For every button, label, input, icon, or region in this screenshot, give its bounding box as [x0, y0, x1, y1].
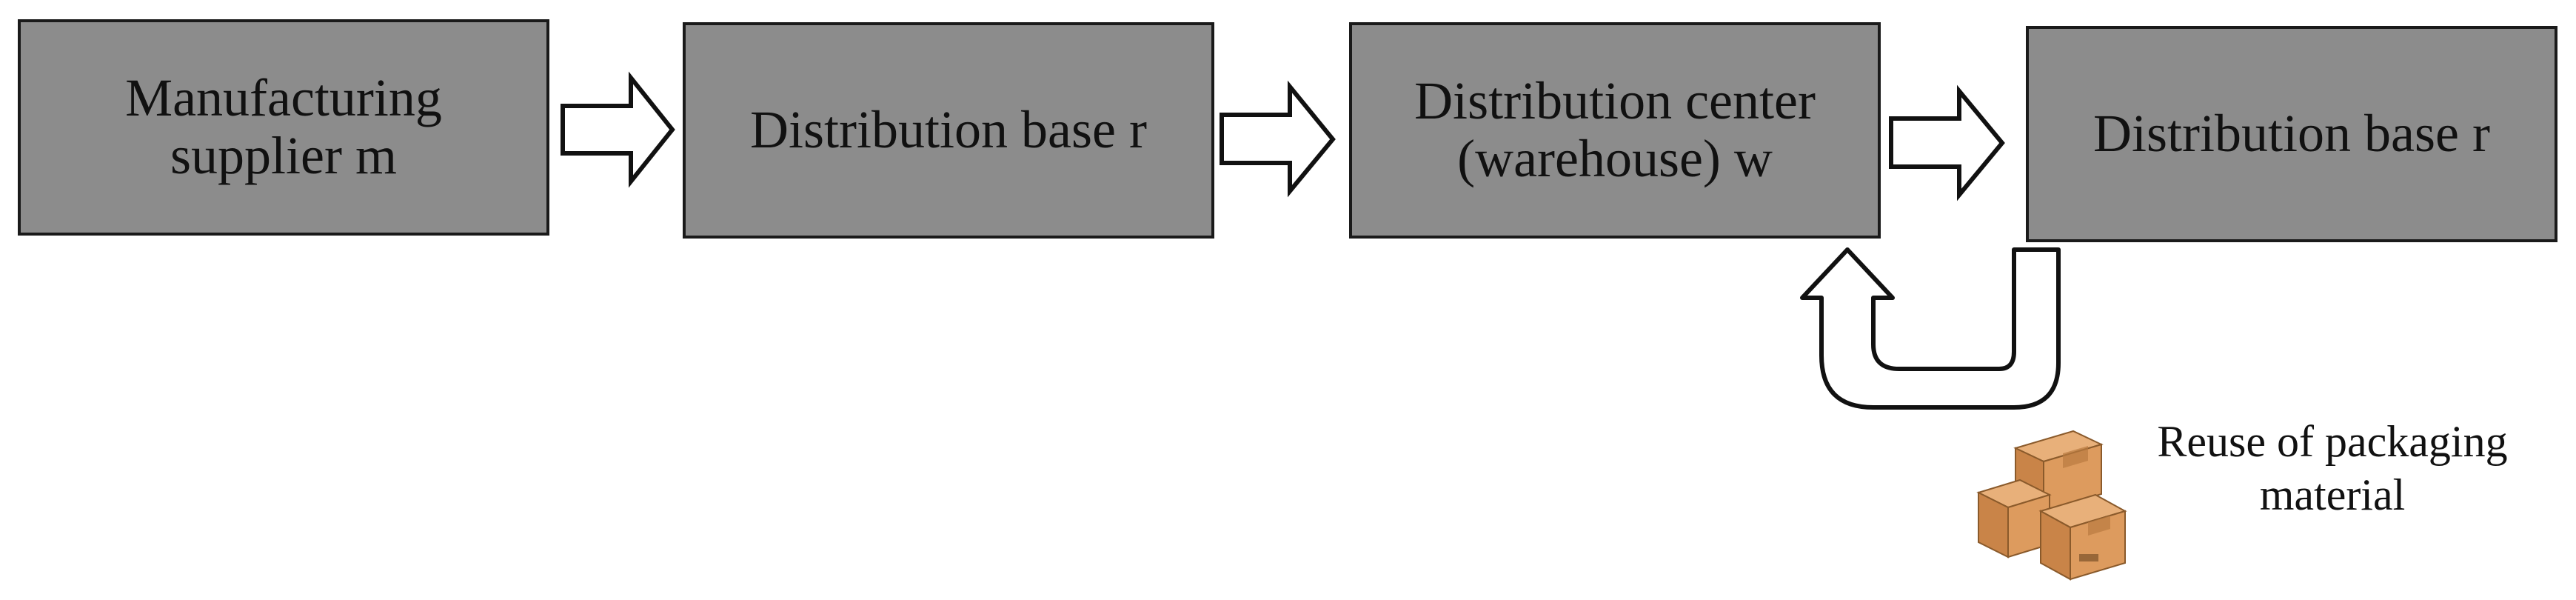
reuse-packaging-caption: Reuse of packaging material: [2157, 417, 2508, 519]
manufacturing-supplier-box: Manufacturing supplier m: [18, 19, 549, 236]
distribution-base-second-box: Distribution base r: [2026, 26, 2557, 242]
manufacturing-supplier-label: Manufacturing supplier m: [125, 68, 442, 185]
flow-arrow-supplier-to-base: [561, 71, 675, 188]
distribution-base-second-label: Distribution base r: [2093, 104, 2490, 164]
cardboard-boxes-icon: [1976, 430, 2127, 581]
flow-arrow-center-to-base: [1889, 84, 2005, 201]
distribution-center-box: Distribution center (warehouse) w: [1349, 22, 1881, 239]
return-loop-arrow: [1800, 247, 2061, 410]
distribution-center-label: Distribution center (warehouse) w: [1414, 71, 1816, 188]
flow-arrow-base-to-center: [1220, 80, 1336, 198]
distribution-base-label: Distribution base r: [750, 100, 1147, 160]
distribution-base-box: Distribution base r: [683, 22, 1214, 239]
